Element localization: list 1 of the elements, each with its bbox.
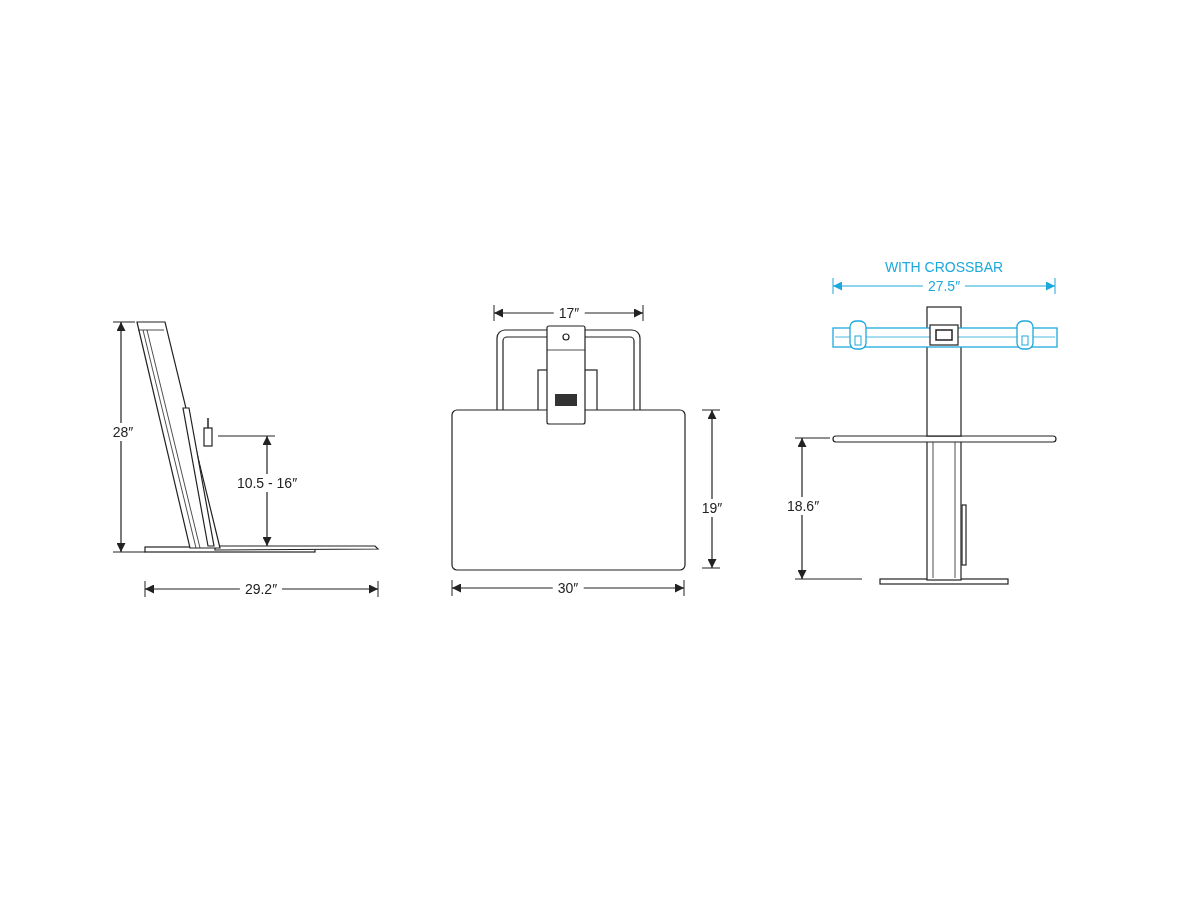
heading: WITH CROSSBAR [883,258,1005,276]
